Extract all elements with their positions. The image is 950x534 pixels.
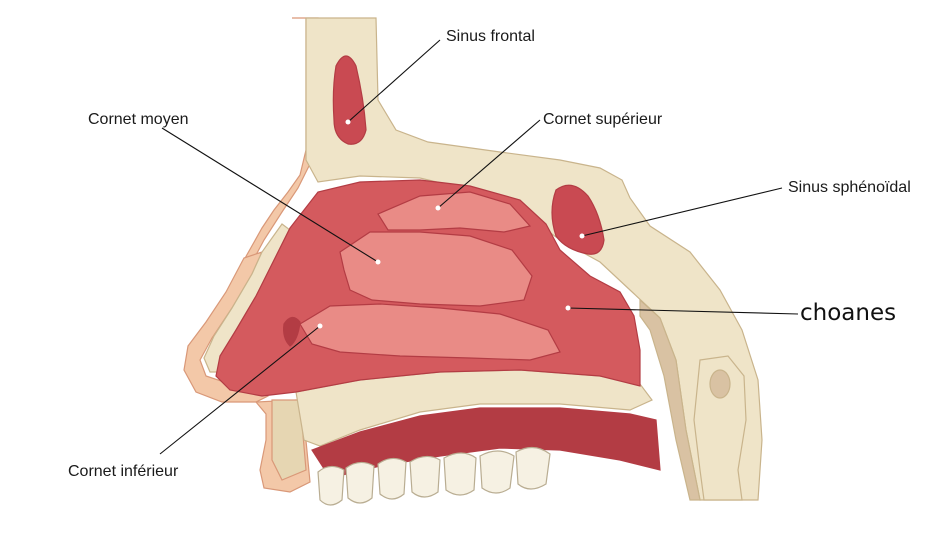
pharynx-wall xyxy=(639,298,701,501)
upper-teeth xyxy=(317,446,551,506)
leader-sinus-sphenoidal xyxy=(581,187,783,237)
label-cornet-moyen: Cornet moyen xyxy=(88,111,189,128)
anchor-dot xyxy=(345,119,351,125)
lip-muscle xyxy=(271,399,307,481)
label-sinus-sphenoidal: Sinus sphénoïdal xyxy=(788,179,911,196)
leader-cornet-moyen xyxy=(161,127,379,263)
tooth xyxy=(345,461,375,504)
nostril xyxy=(283,316,301,347)
label-choanes: choanes xyxy=(800,300,896,326)
vertebra-foramen xyxy=(709,369,731,399)
leader-cornet-inferieur xyxy=(159,325,321,455)
tooth xyxy=(479,450,515,494)
anchor-dot xyxy=(565,305,571,311)
leader-sinus-frontal xyxy=(347,39,441,123)
vertebra xyxy=(693,355,747,501)
tooth xyxy=(409,455,441,498)
tooth xyxy=(317,465,345,506)
tooth xyxy=(377,457,407,500)
label-sinus-frontal: Sinus frontal xyxy=(446,28,535,45)
anatomy-illustration xyxy=(183,17,763,506)
leader-lines xyxy=(159,39,799,455)
labels: Sinus frontal Cornet moyen Cornet supéri… xyxy=(68,28,911,480)
anchor-dot xyxy=(317,323,323,329)
leader-choanes xyxy=(567,307,799,315)
anchor-dots xyxy=(317,119,585,329)
label-cornet-inferieur: Cornet inférieur xyxy=(68,463,179,480)
middle-turbinate-shape xyxy=(339,231,533,307)
anchor-dot xyxy=(435,205,441,211)
sphenoid-sinus-shape xyxy=(551,184,605,255)
tooth xyxy=(515,446,551,490)
tooth xyxy=(443,452,477,496)
anchor-dot xyxy=(579,233,585,239)
superior-turbinate-shape xyxy=(377,191,532,233)
anchor-dot xyxy=(375,259,381,265)
inferior-turbinate-shape xyxy=(299,303,561,361)
frontal-sinus-shape xyxy=(332,55,367,145)
label-cornet-superieur: Cornet supérieur xyxy=(543,111,663,128)
leader-cornet-superieur xyxy=(437,119,541,209)
